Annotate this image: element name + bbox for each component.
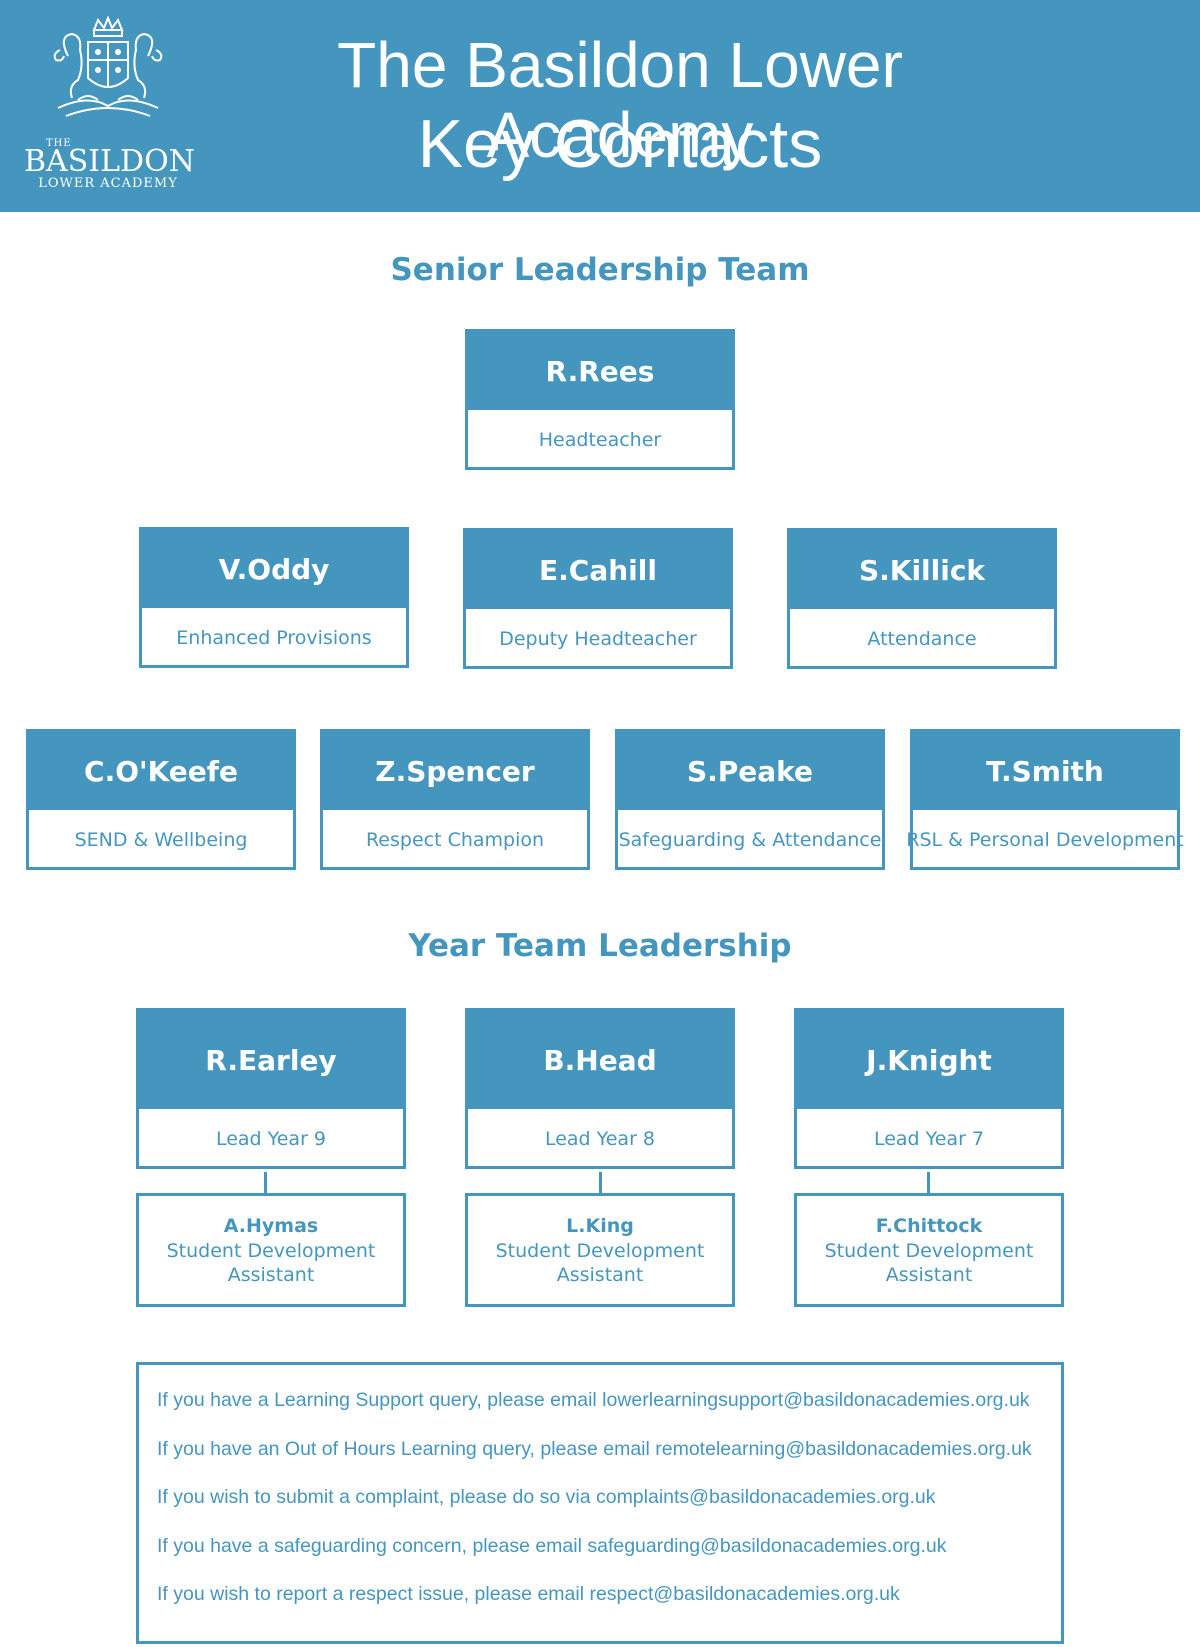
info-line-remote-learning: If you have an Out of Hours Learning que… (157, 1437, 1032, 1460)
logo-name-text: BASILDON (24, 144, 195, 179)
contact-card-oddy: V.Oddy Enhanced Provisions (139, 527, 409, 668)
assistant-role: Student Development Assistant (824, 1240, 1034, 1286)
contact-role: Respect Champion (365, 829, 545, 851)
contact-name: B.Head (468, 1011, 732, 1109)
contact-role: Attendance (867, 628, 977, 650)
year-lead-card-head: B.Head Lead Year 8 (465, 1008, 735, 1169)
contact-card-okeefe: C.O'Keefe SEND & Wellbeing (26, 729, 296, 870)
contact-name: S.Peake (618, 732, 882, 810)
contact-name: R.Rees (468, 332, 732, 410)
contact-role: Headteacher (538, 429, 662, 451)
academy-logo: THE BASILDON LOWER ACADEMY (24, 16, 195, 196)
year-team-title: Year Team Leadership (408, 928, 792, 964)
info-line-complaints: If you wish to submit a complaint, pleas… (157, 1486, 936, 1508)
contact-role: SEND & Wellbeing (74, 829, 248, 851)
contact-role: Safeguarding & Attendance (618, 829, 882, 851)
contact-name: J.Knight (797, 1011, 1061, 1109)
connector-line (264, 1172, 267, 1194)
info-line-safeguarding: If you have a safeguarding concern, plea… (157, 1534, 947, 1557)
page-subtitle: Key Contacts (417, 106, 823, 182)
contact-name: E.Cahill (466, 531, 730, 609)
contact-card-rees: R.Rees Headteacher (465, 329, 735, 470)
year-lead-card-earley: R.Earley Lead Year 9 (136, 1008, 406, 1169)
contact-name: C.O'Keefe (29, 732, 293, 810)
assistant-card-hymas: A.Hymas Student Development Assistant (136, 1193, 406, 1307)
header-banner: THE BASILDON LOWER ACADEMY The Basildon … (0, 0, 1200, 212)
contact-name: T.Smith (913, 732, 1177, 810)
contact-role: Lead Year 7 (873, 1128, 985, 1150)
contact-card-smith: T.Smith RSL & Personal Development (906, 729, 1184, 870)
contact-name: Z.Spencer (323, 732, 587, 810)
assistant-name: L.King (566, 1215, 634, 1237)
contact-role: Lead Year 8 (544, 1128, 656, 1150)
info-line-respect: If you wish to report a respect issue, p… (157, 1583, 900, 1605)
page-title: The Basildon Lower Academy (337, 29, 903, 171)
logo-subtitle-text: LOWER ACADEMY (38, 176, 178, 191)
contact-name: R.Earley (139, 1011, 403, 1109)
contact-info-box: If you have a Learning Support query, pl… (136, 1362, 1064, 1644)
connector-line (599, 1172, 602, 1194)
senior-leadership-title: Senior Leadership Team (390, 252, 810, 288)
contact-role: Enhanced Provisions (176, 627, 372, 649)
assistant-name: A.Hymas (223, 1215, 319, 1237)
year-lead-card-knight: J.Knight Lead Year 7 (794, 1008, 1064, 1169)
contact-card-peake: S.Peake Safeguarding & Attendance (615, 729, 885, 870)
connector-line (927, 1172, 930, 1194)
assistant-role: Student Development Assistant (166, 1240, 376, 1286)
assistant-role: Student Development Assistant (495, 1240, 705, 1286)
assistant-name: F.Chittock (875, 1215, 983, 1237)
assistant-card-chittock: F.Chittock Student Development Assistant (794, 1193, 1064, 1307)
info-line-learning-support: If you have a Learning Support query, pl… (157, 1389, 1030, 1411)
contact-role: Lead Year 9 (215, 1128, 327, 1150)
contact-card-killick: S.Killick Attendance (787, 528, 1057, 669)
contact-card-spencer: Z.Spencer Respect Champion (320, 729, 590, 870)
contact-role: Deputy Headteacher (499, 628, 697, 650)
assistant-card-king: L.King Student Development Assistant (465, 1193, 735, 1307)
contact-name: S.Killick (790, 531, 1054, 609)
logo-the-text: THE (46, 138, 72, 149)
contact-card-cahill: E.Cahill Deputy Headteacher (463, 528, 733, 669)
crest-logo-icon (53, 16, 163, 117)
contact-name: V.Oddy (142, 530, 406, 608)
contact-role: RSL & Personal Development (906, 829, 1184, 851)
